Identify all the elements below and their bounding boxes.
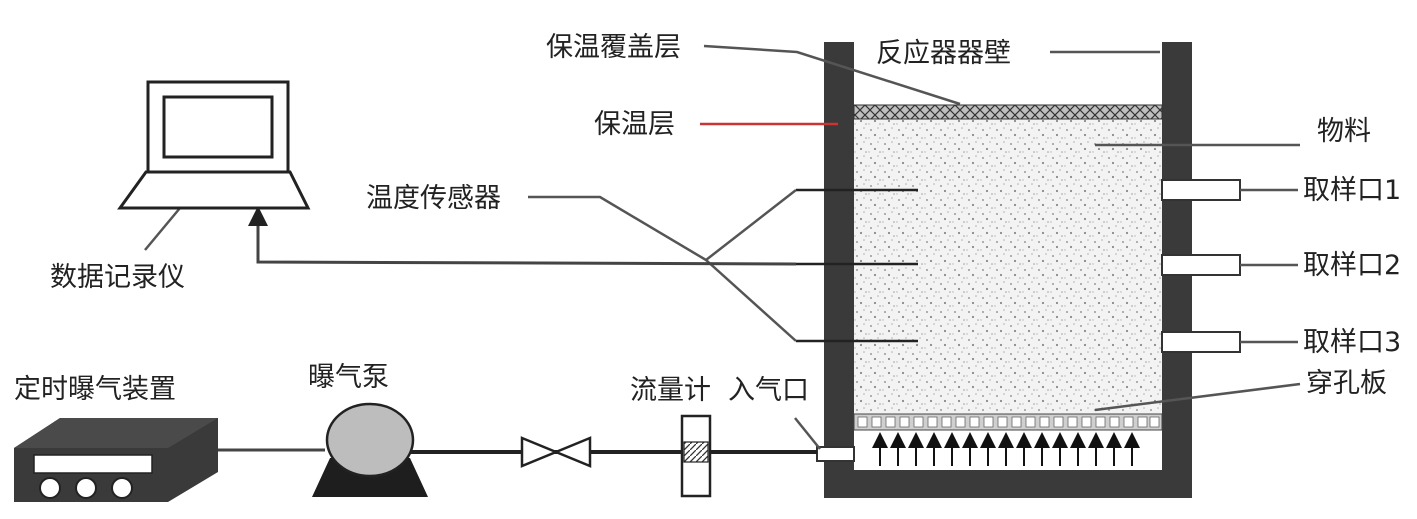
data-logger-laptop (117, 80, 311, 210)
reactor (796, 42, 1241, 498)
label-material: 物料 (1317, 116, 1371, 147)
label-temp-sensor: 温度传感器 (366, 183, 501, 214)
sampling-port-3-tube (1161, 331, 1241, 353)
aeration-pump (312, 402, 428, 497)
label-timed-aeration: 定时曝气装置 (14, 374, 176, 405)
labels: 保温覆盖层 反应器器壁 保温层 物料 温度传感器 取样口1 取样口2 取样口3 … (14, 32, 1401, 406)
sampling-port-1-tube (1161, 179, 1241, 201)
timed-aeration-device (14, 418, 218, 502)
air-flow-arrows (872, 432, 1140, 466)
label-insulation-layer: 保温层 (594, 109, 675, 140)
perforated-plate-holes (857, 416, 1160, 428)
flow-meter (680, 414, 712, 498)
label-reactor-wall: 反应器器壁 (876, 38, 1011, 69)
label-aeration-pump: 曝气泵 (308, 362, 389, 393)
label-sampling-port-1: 取样口1 (1303, 175, 1401, 206)
reactor-left-wall (824, 42, 854, 498)
valve (520, 436, 592, 468)
label-perforated-plate: 穿孔板 (1306, 368, 1387, 399)
pipes (218, 448, 817, 454)
material-region (854, 118, 1162, 415)
sampling-port-2-tube (1161, 254, 1241, 276)
reactor-bottom-wall (824, 470, 1192, 498)
signal-line (248, 206, 797, 266)
leader-lines (144, 44, 1301, 450)
label-insulation-cover: 保温覆盖层 (546, 32, 681, 63)
insulation-cover-layer (853, 104, 1163, 120)
label-air-inlet: 入气口 (728, 375, 809, 406)
label-data-logger: 数据记录仪 (50, 262, 185, 293)
air-inlet-tube (816, 446, 855, 462)
label-flow-meter: 流量计 (630, 375, 711, 406)
label-sampling-port-2: 取样口2 (1303, 250, 1401, 281)
label-sampling-port-3: 取样口3 (1303, 327, 1401, 358)
